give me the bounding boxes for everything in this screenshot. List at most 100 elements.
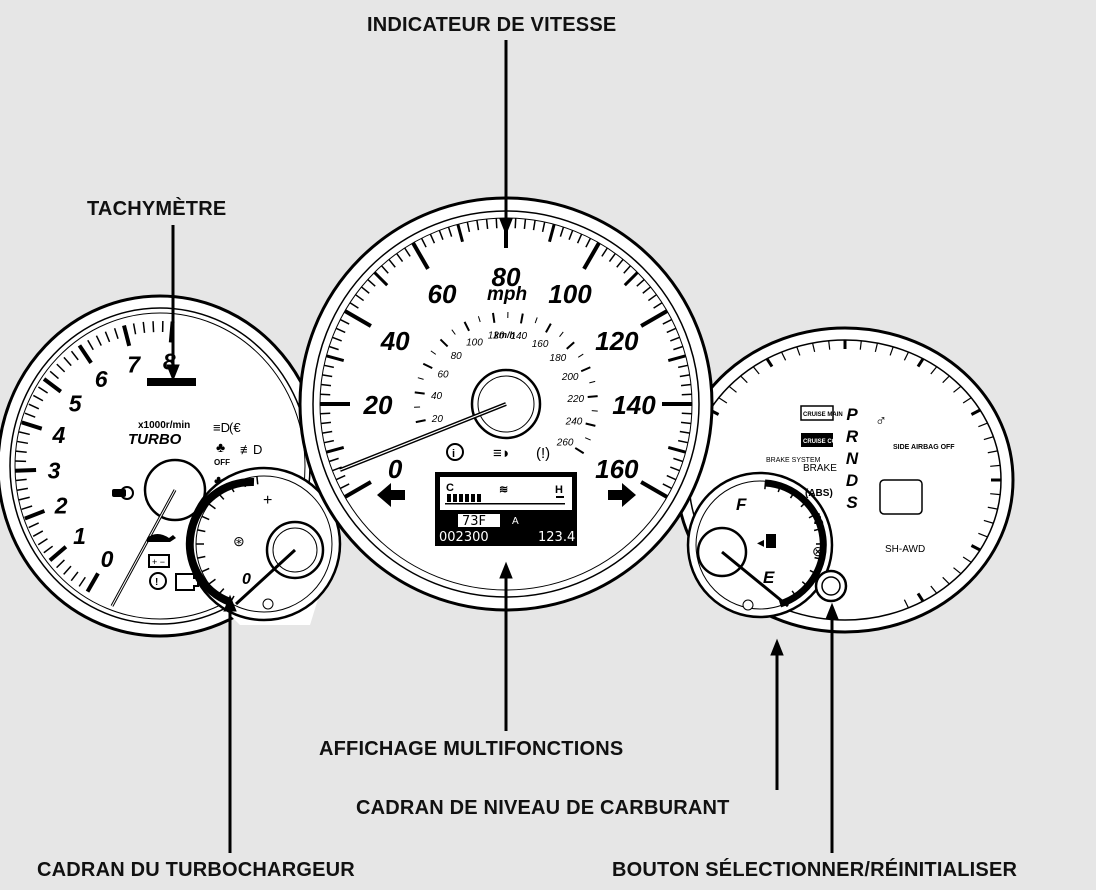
speed-minor-tick (332, 466, 342, 472)
kmh-tick (587, 395, 598, 398)
tach-tick (28, 522, 39, 529)
speed-minor-tick (485, 218, 489, 230)
speed-minor-tick (680, 421, 692, 425)
fuel-tick (800, 500, 808, 508)
outside-temp-box (458, 514, 500, 527)
speed-minor-tick (495, 218, 498, 229)
speed-minor-tick (679, 374, 690, 378)
tach-tick (37, 386, 49, 394)
kmh-tick (415, 419, 426, 424)
speed-major-tick (411, 241, 430, 270)
tach-tick (15, 450, 27, 454)
right-tick (903, 599, 909, 609)
speed-minor-tick (677, 439, 689, 444)
right-tick (953, 385, 962, 393)
right-tick (978, 532, 988, 538)
speed-minor-tick (541, 221, 546, 233)
speed-minor-tick (670, 336, 680, 342)
coolant-temp-icon: ≋ (499, 484, 508, 496)
speed-minor-tick (438, 230, 444, 240)
right-tick (987, 450, 998, 454)
speed-minor-tick (320, 412, 331, 415)
speed-minor-tick (677, 364, 689, 369)
airbag-icon: ♂ (875, 413, 887, 430)
kmh-tick (451, 329, 456, 335)
tach-tick (42, 377, 63, 394)
kmh-tick (559, 331, 564, 337)
speed-minor-tick (373, 271, 389, 287)
tach-tick (18, 496, 30, 501)
speed-mph-label: 40 (380, 326, 410, 356)
speed-minor-tick (325, 354, 345, 362)
speed-minor-tick (616, 258, 624, 268)
speed-minor-tick (320, 421, 332, 425)
right-tick (874, 342, 879, 353)
speed-major-tick (640, 480, 669, 499)
kmh-tick (574, 447, 585, 455)
select-reset-button[interactable] (814, 569, 848, 603)
speed-minor-tick (653, 302, 663, 309)
tach-label: 4 (52, 422, 66, 448)
fuel-empty-label: E (763, 568, 775, 587)
svg-text:(€: (€ (229, 420, 241, 435)
right-tick (978, 422, 988, 428)
battery-icon: + − (148, 554, 170, 568)
speed-mph-label: 20 (363, 390, 393, 420)
tach-tick (28, 403, 40, 410)
fuel-tick (809, 569, 818, 575)
fog-light-icon: ≢D (240, 442, 262, 457)
kmh-tick (534, 317, 538, 324)
turbo-tick (201, 515, 210, 521)
temp-bar-segment (459, 494, 463, 502)
speed-kmh-label: 140 (510, 331, 527, 342)
kmh-tick (422, 362, 433, 370)
right-tick (990, 464, 1001, 467)
speed-minor-tick (667, 354, 687, 362)
svg-text:+ −: + − (152, 557, 165, 567)
tach-tick (95, 335, 102, 346)
speed-kmh-label: 160 (532, 339, 549, 350)
turbo-tick (201, 567, 210, 573)
tach-tick (142, 321, 146, 333)
right-tick (796, 346, 801, 356)
speed-kmh-label: 80 (451, 351, 463, 362)
tach-tick (48, 545, 68, 562)
fuel-level-band (764, 479, 827, 608)
svg-text:CRUISE CONTROL: CRUISE CONTROL (803, 439, 857, 445)
info-icon: i (446, 443, 464, 461)
turbo-zero: 0 (242, 571, 251, 588)
seatbelt-icon: ♟ (812, 511, 825, 528)
speed-minor-tick (514, 218, 517, 229)
speed-minor-tick (456, 223, 464, 243)
kmh-tick (519, 313, 524, 324)
tach-label: 0 (101, 546, 114, 572)
speed-minor-tick (623, 265, 632, 274)
right-tick (903, 351, 909, 361)
right-tick (740, 375, 748, 384)
temp-bar-segment (447, 494, 451, 502)
turbo-tick (217, 588, 225, 596)
tach-tick (122, 325, 132, 347)
headlight-high-beam-icon: ≡◗ (493, 445, 511, 462)
kmh-tick (545, 323, 552, 333)
speed-major-tick (343, 309, 372, 328)
gear-label: D (846, 471, 858, 490)
speed-mph-label: 140 (612, 390, 656, 420)
tach-tick (16, 440, 29, 445)
speed-kmh-label: 200 (561, 372, 579, 383)
kmh-unit: km/h (494, 330, 516, 340)
vsa-icon: ♣ (214, 472, 223, 488)
speed-minor-tick (576, 233, 583, 244)
tach-tick (15, 478, 27, 482)
right-tick (942, 375, 950, 384)
speed-minor-tick (681, 412, 692, 415)
gear-label: R (846, 427, 859, 446)
right-turn-signal-icon (608, 483, 636, 507)
speed-minor-tick (360, 286, 370, 294)
speed-minor-tick (339, 483, 350, 490)
tach-brand: TURBO (128, 431, 182, 448)
speed-minor-tick (396, 253, 404, 263)
temp-hot-label: H (555, 484, 563, 496)
speed-minor-tick (662, 483, 673, 490)
svg-text:CRUISE MAIN: CRUISE MAIN (803, 412, 843, 418)
